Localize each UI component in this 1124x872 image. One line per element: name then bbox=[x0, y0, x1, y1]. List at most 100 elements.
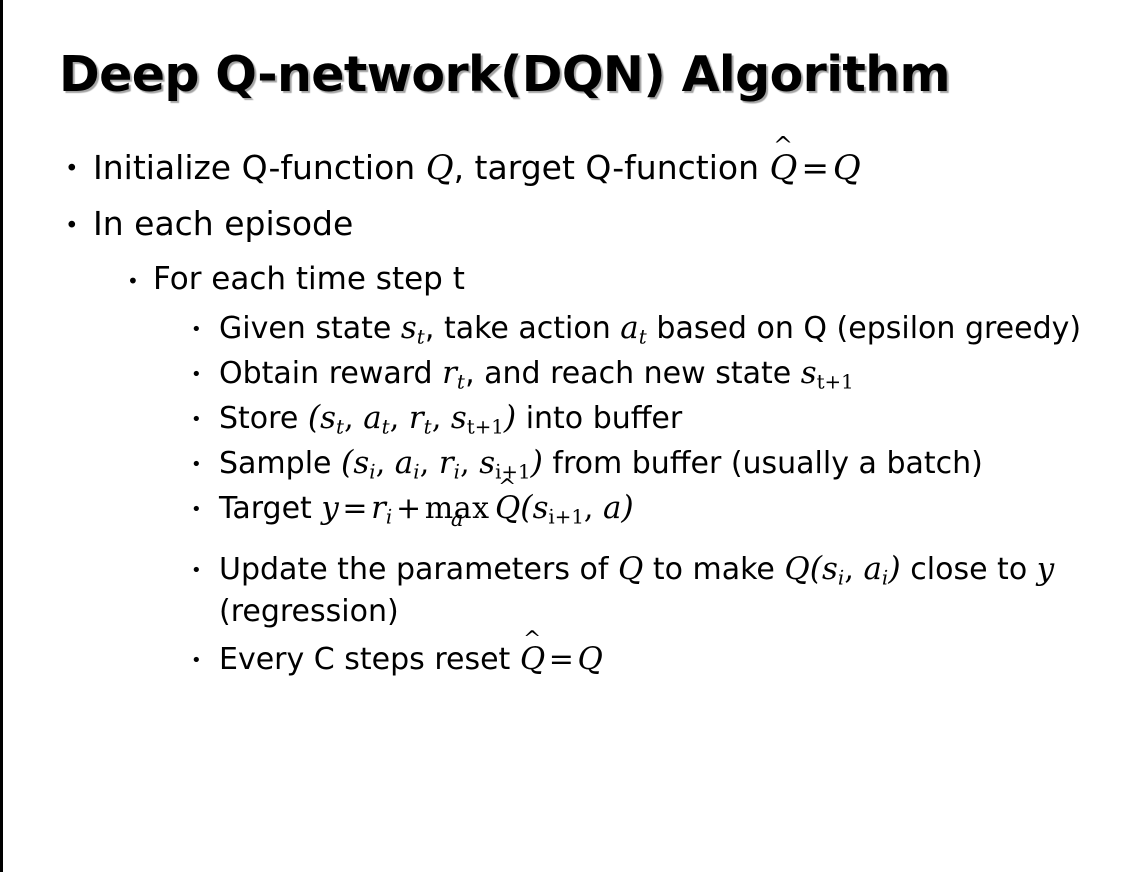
math-paren-open: ( bbox=[809, 550, 822, 587]
math-hat-accent: ^ bbox=[498, 475, 517, 500]
text-fragment: Update the parameters of bbox=[219, 551, 618, 587]
math-subscript-i: i bbox=[453, 460, 461, 484]
math-var-s: s bbox=[400, 310, 417, 347]
bullet-item-in-each-episode: • In each episode bbox=[3, 203, 1124, 246]
math-var-s: s bbox=[353, 444, 370, 481]
math-subscript-t: t bbox=[456, 370, 466, 394]
math-subscript-t-plus-1: t+1 bbox=[816, 370, 854, 394]
math-var-s: s bbox=[320, 400, 336, 437]
math-comma: , bbox=[431, 401, 451, 437]
math-paren-close: ) bbox=[888, 550, 901, 587]
math-var-s: s bbox=[822, 550, 838, 587]
math-var-a: a bbox=[603, 489, 622, 526]
slide-title: Deep Q-network(DQN) Algorithm bbox=[59, 46, 951, 103]
text-fragment: Store bbox=[219, 401, 308, 437]
bullet-marker-icon: • bbox=[191, 319, 202, 341]
math-var-y: y bbox=[1036, 550, 1055, 587]
math-equals: = bbox=[801, 148, 829, 187]
bullet-marker-icon: • bbox=[191, 650, 202, 672]
math-var-q: Q bbox=[425, 148, 454, 188]
bullet-text: Obtain reward rt, and reach new state st… bbox=[219, 353, 1119, 396]
bullet-marker-icon: • bbox=[191, 498, 202, 520]
math-var-a: a bbox=[394, 444, 414, 481]
bullet-item-obtain-reward: • Obtain reward rt, and reach new state … bbox=[3, 353, 1124, 396]
math-subscript-t: t bbox=[416, 325, 425, 349]
bullet-text: Every C steps reset ^Q=Q bbox=[219, 629, 1119, 680]
math-var-qhat: Q bbox=[494, 489, 521, 526]
math-hat-accent: ^ bbox=[773, 131, 793, 160]
math-var-s: s bbox=[479, 444, 496, 481]
math-var-q: Q bbox=[617, 550, 644, 587]
math-var-a: a bbox=[363, 400, 382, 437]
math-subscript-i: i bbox=[881, 566, 889, 590]
bullet-item-reset-target-network: • Every C steps reset ^Q=Q bbox=[3, 629, 1124, 680]
math-subscript-i: i bbox=[837, 566, 845, 590]
math-paren-close: ) bbox=[503, 400, 517, 437]
bullet-text: In each episode bbox=[93, 204, 354, 244]
math-comma: , bbox=[583, 490, 603, 526]
math-paren-close: ) bbox=[621, 489, 634, 526]
text-fragment: , take action bbox=[424, 311, 621, 347]
math-var-r: r bbox=[408, 400, 424, 437]
text-fragment: Every C steps reset bbox=[219, 642, 520, 678]
math-subscript-i: i bbox=[369, 460, 376, 484]
bullet-text: Initialize Q-function Q, target Q-functi… bbox=[93, 133, 1053, 190]
math-subscript-i: i bbox=[413, 460, 420, 484]
math-subscript-t: t bbox=[381, 415, 390, 439]
text-fragment: , and reach new state bbox=[465, 356, 801, 392]
math-subscript-t-plus-1: t+1 bbox=[466, 415, 504, 439]
math-max-label: max bbox=[424, 490, 490, 526]
math-subscript-t: t bbox=[335, 415, 345, 439]
math-subscript-i: i bbox=[385, 505, 393, 529]
text-fragment: close to bbox=[900, 551, 1037, 587]
bullet-marker-icon: • bbox=[65, 213, 79, 240]
math-comma: , bbox=[844, 551, 864, 587]
slide-body-bullet-list: • Initialize Q-function Q, target Q-func… bbox=[3, 133, 1124, 683]
math-var-s: s bbox=[532, 489, 549, 526]
bullet-item-initialize: • Initialize Q-function Q, target Q-func… bbox=[3, 133, 1124, 190]
math-comma: , bbox=[419, 445, 439, 481]
text-fragment: Obtain reward bbox=[219, 356, 443, 392]
math-plus: + bbox=[396, 490, 422, 526]
math-var-qhat: Q bbox=[769, 148, 798, 188]
math-paren-open: ( bbox=[341, 444, 354, 481]
bullet-item-given-state: • Given state st, take action at based o… bbox=[3, 308, 1124, 351]
math-equals: = bbox=[342, 490, 368, 526]
text-fragment: , target Q-function bbox=[453, 148, 770, 187]
bullet-marker-icon: • bbox=[65, 156, 79, 182]
bullet-marker-icon: • bbox=[191, 453, 202, 475]
bullet-item-sample-batch: • Sample (si, ai, ri, si+1) from buffer … bbox=[3, 443, 1124, 486]
math-paren-open: ( bbox=[520, 489, 533, 526]
math-comma: , bbox=[344, 401, 364, 437]
math-paren-close: ) bbox=[530, 444, 543, 481]
math-subscript-t: t bbox=[638, 325, 647, 349]
math-subscript-i-plus-1: i+1 bbox=[548, 505, 584, 529]
bullet-text: For each time step t bbox=[153, 261, 465, 298]
math-max-subscript-a: a bbox=[450, 506, 464, 531]
math-var-a: a bbox=[620, 310, 639, 347]
math-var-q: Q bbox=[832, 148, 861, 188]
text-fragment: (regression) bbox=[219, 593, 399, 629]
bullet-text: Sample (si, ai, ri, si+1) from buffer (u… bbox=[219, 443, 1119, 486]
bullet-item-update-parameters: • Update the parameters of Q to make Q(s… bbox=[3, 549, 1124, 632]
text-fragment: Initialize Q-function bbox=[93, 148, 426, 187]
math-var-a: a bbox=[863, 550, 882, 587]
bullet-item-for-each-time-step: • For each time step t bbox=[3, 259, 1124, 299]
math-equals: = bbox=[548, 642, 574, 678]
text-fragment: from buffer (usually a batch) bbox=[542, 445, 983, 481]
text-fragment: Target bbox=[219, 490, 322, 526]
math-var-qhat: Q bbox=[519, 641, 546, 678]
math-comma: , bbox=[375, 445, 395, 481]
math-var-r: r bbox=[438, 444, 454, 481]
text-fragment: based on Q (epsilon greedy) bbox=[646, 311, 1082, 347]
math-subscript-i-plus-1: i+1 bbox=[495, 460, 531, 484]
math-var-s: s bbox=[800, 355, 817, 392]
math-comma: , bbox=[460, 445, 480, 481]
math-subscript-t: t bbox=[423, 415, 432, 439]
math-var-y: y bbox=[321, 489, 339, 526]
math-var-s: s bbox=[450, 400, 467, 437]
